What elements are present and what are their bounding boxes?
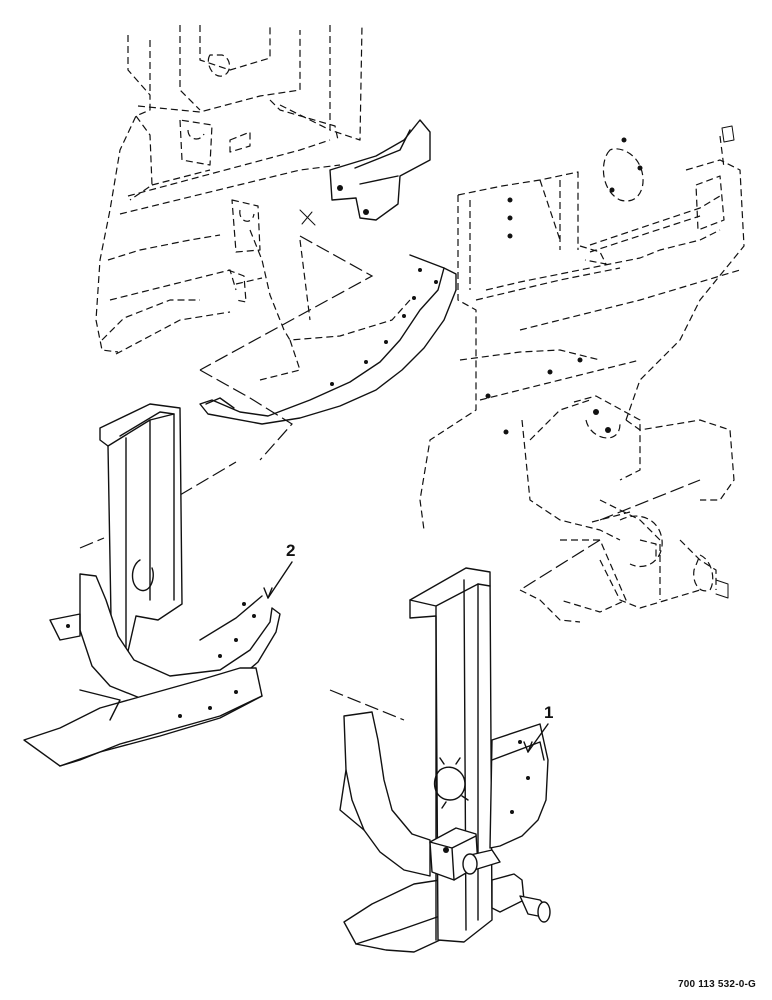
callout-leader-2 <box>267 561 293 599</box>
right-frame-phantom <box>419 125 745 623</box>
part-1-assembly: 1 <box>329 567 553 953</box>
machine-frame-phantom <box>79 24 457 549</box>
callout-number-1: 1 <box>544 703 553 722</box>
drawing-part-number: 700 113 532-0-G <box>677 979 756 990</box>
callout-number-2: 2 <box>286 541 295 560</box>
callout-leader-1 <box>527 723 549 753</box>
part-2-assembly: 2 <box>23 403 295 767</box>
